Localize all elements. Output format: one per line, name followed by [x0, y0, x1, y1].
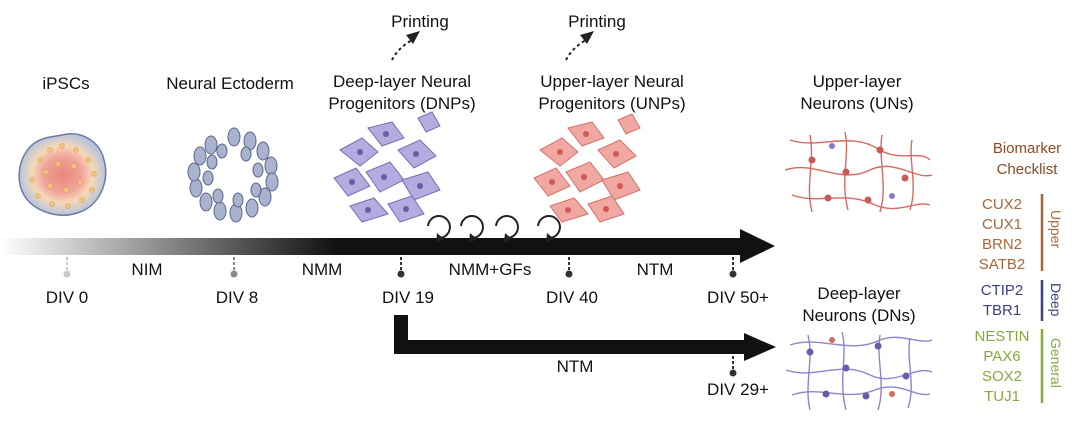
printing-label-2: Printing	[568, 12, 626, 31]
checklist-title-line1: Biomarker	[992, 140, 1062, 157]
tick-div-29: DIV 29+	[707, 380, 769, 399]
tick-div-0: DIV 0	[45, 288, 89, 307]
unp-label-line2: Progenitors (UNPs)	[538, 94, 686, 113]
medium-nmm: NMM	[301, 260, 343, 279]
group-label-deep: Deep	[1048, 283, 1064, 317]
marker-cux1: CUX1	[981, 216, 1023, 233]
group-label-general: General	[1048, 338, 1064, 388]
group-label-upper: Upper	[1048, 210, 1064, 249]
printing-arrows	[391, 39, 587, 61]
medium-ntm-main: NTM	[636, 260, 674, 279]
ectoderm-label: Neural Ectoderm	[166, 74, 294, 93]
tick-div-19: DIV 19	[382, 288, 434, 307]
tick-div-50: DIV 50+	[707, 288, 769, 307]
printing-label-1: Printing	[391, 12, 449, 31]
marker-brn2: BRN2	[981, 236, 1023, 253]
marker-pax6: PAX6	[983, 348, 1021, 365]
ipsc-label: iPSCs	[42, 74, 90, 93]
printing-arrowhead-2	[580, 31, 594, 44]
unp-cells-illustration	[533, 113, 641, 223]
marker-tbr1: TBR1	[982, 302, 1022, 319]
marker-tuj1: TUJ1	[984, 388, 1020, 405]
deep-layer-neurons-illustration	[785, 331, 933, 411]
neural-ectoderm-rosette	[187, 127, 279, 223]
ipsc-colony-illustration	[18, 133, 107, 216]
medium-nim: NIM	[131, 260, 163, 279]
un-label-line1: Upper-layer	[812, 72, 902, 91]
dnp-label-line2: Progenitors (DNPs)	[328, 94, 476, 113]
dn-label-line1: Deep-layer	[817, 284, 901, 303]
rotation-cycle-icons	[427, 215, 561, 243]
dn-label-line2: Neurons (DNs)	[802, 306, 916, 325]
marker-ctip2: CTIP2	[980, 282, 1024, 299]
un-label-line2: Neurons (UNs)	[800, 94, 914, 113]
dnp-cells-illustration	[333, 111, 441, 223]
medium-nmm-gfs: NMM+GFs	[448, 260, 532, 279]
tick-div-8: DIV 8	[215, 288, 259, 307]
branch-arrowhead	[744, 333, 776, 361]
branch-arrow	[394, 315, 750, 354]
marker-cux2: CUX2	[981, 196, 1023, 213]
medium-ntm-branch: NTM	[556, 357, 594, 376]
marker-satb2: SATB2	[978, 256, 1026, 273]
dnp-label-line1: Deep-layer Neural	[333, 72, 471, 91]
main-timeline-arrowhead	[740, 229, 775, 263]
upper-layer-neurons-illustration	[784, 131, 933, 213]
marker-nestin: NESTIN	[974, 328, 1030, 345]
printing-arrowhead-1	[406, 31, 420, 44]
checklist-title-line2: Checklist	[996, 161, 1058, 178]
tick-markers	[63, 257, 737, 377]
unp-label-line1: Upper-layer Neural	[540, 72, 684, 91]
main-timeline-arrow	[0, 238, 748, 255]
marker-sox2: SOX2	[981, 368, 1023, 385]
tick-div-40: DIV 40	[546, 288, 598, 307]
